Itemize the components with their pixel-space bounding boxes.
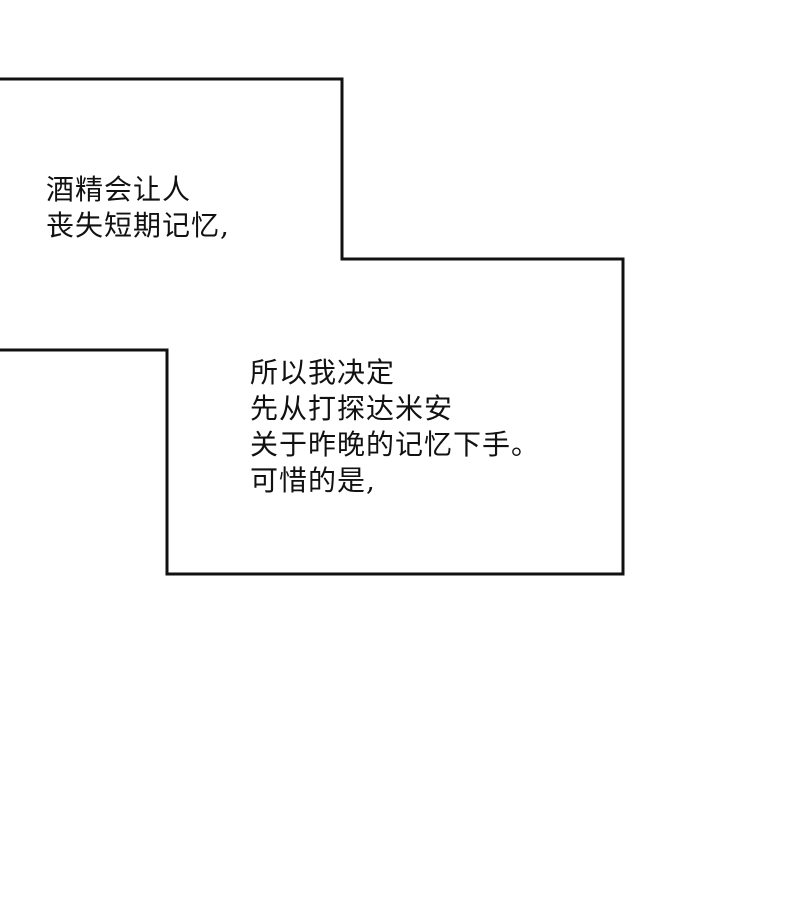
- caption-top-line-1: 酒精会让人: [46, 173, 192, 206]
- caption-bottom-line-2: 先从打探达米安: [250, 392, 454, 425]
- caption-top: 酒精会让人 丧失短期记忆,: [46, 172, 230, 244]
- caption-bottom-line-3: 关于昨晚的记忆下手。: [250, 428, 541, 461]
- caption-bottom-line-4: 可惜的是,: [250, 464, 376, 497]
- caption-top-line-2: 丧失短期记忆,: [46, 209, 230, 242]
- caption-box-border: [0, 77, 625, 576]
- caption-bottom-line-1: 所以我决定: [250, 356, 396, 389]
- caption-bottom: 所以我决定 先从打探达米安 关于昨晚的记忆下手。 可惜的是,: [250, 355, 540, 499]
